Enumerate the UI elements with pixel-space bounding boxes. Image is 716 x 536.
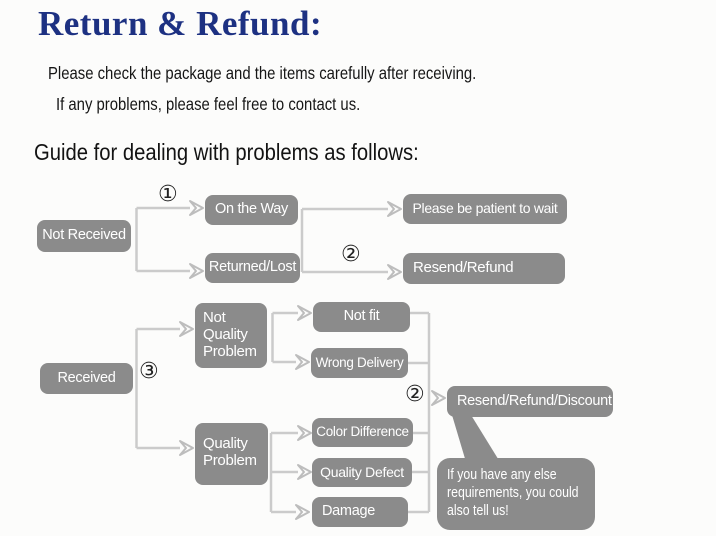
guide-heading: Guide for dealing with problems as follo… [34, 139, 419, 165]
step-marker-2-top: ② [341, 242, 361, 267]
arrow-icon [387, 264, 402, 280]
flow-node-not-fit: Not fit [313, 302, 410, 332]
flow-node-damage: Damage [312, 497, 408, 527]
arrow-icon [189, 200, 204, 216]
flow-node-color-difference: Color Difference [312, 418, 413, 447]
flow-node-on-the-way: On the Way [205, 195, 298, 225]
arrow-icon [431, 390, 446, 406]
flow-node-not-received: Not Received [37, 220, 131, 252]
note-bubble-line: If you have any else [447, 467, 557, 483]
note-bubble-line: requirements, you could [447, 485, 579, 501]
arrow-icon [179, 321, 194, 337]
arrow-icon [179, 440, 194, 456]
step-marker-3: ③ [139, 359, 159, 384]
bubble-tail-icon [452, 415, 500, 462]
page-title: Return & Refund: [38, 4, 323, 43]
flow-node-resend-refund: Resend/Refund [403, 253, 565, 284]
note-bubble: If you have any else requirements, you c… [437, 458, 595, 530]
intro-line-2: If any problems, please feel free to con… [56, 94, 361, 114]
arrow-icon [297, 305, 312, 321]
arrow-icon [295, 354, 310, 370]
flow-node-quality-problem: Quality Problem [195, 423, 268, 485]
arrow-icon [295, 504, 310, 520]
arrow-icon [297, 464, 312, 480]
arrow-icon [387, 201, 402, 217]
step-marker-1: ① [158, 182, 178, 207]
flow-node-not-quality-problem: Not Quality Problem [195, 303, 267, 368]
flow-node-wrong-delivery: Wrong Delivery [311, 348, 408, 378]
arrow-icon [189, 263, 204, 279]
flow-node-please-be-patient: Please be patient to wait [403, 194, 567, 224]
flow-node-returned-lost: Returned/Lost [205, 253, 300, 283]
flow-node-resend-refund-discount: Resend/Refund/Discount [447, 386, 613, 417]
flow-node-quality-defect: Quality Defect [312, 458, 412, 487]
arrow-icon [297, 425, 312, 441]
step-marker-2-bottom: ② [405, 382, 425, 407]
flow-node-received: Received [40, 363, 133, 394]
note-bubble-line: also tell us! [447, 503, 509, 519]
intro-line-1: Please check the package and the items c… [48, 63, 477, 83]
